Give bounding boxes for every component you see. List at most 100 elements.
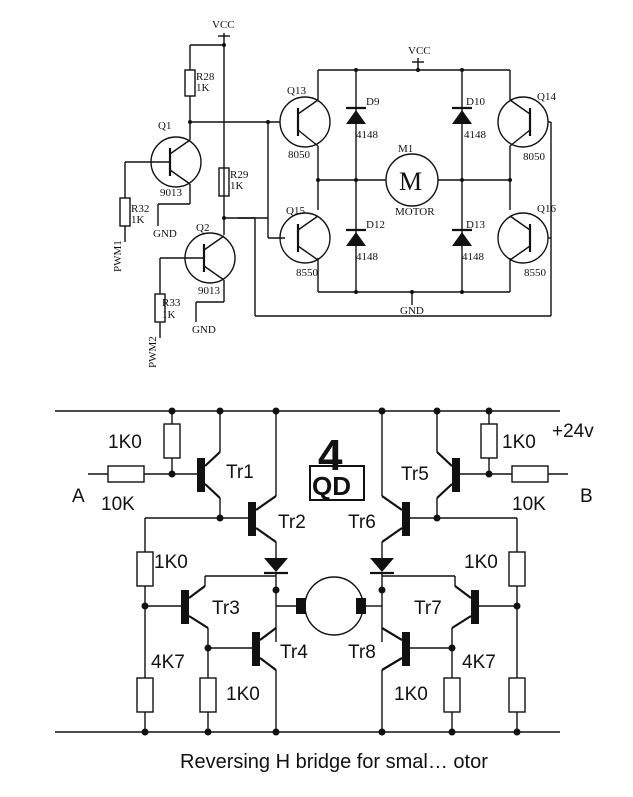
tr3-label: Tr3 [212,598,240,619]
q16-transistor [497,212,549,264]
supply-label: +24v [552,421,594,442]
tr7-collector [454,585,472,599]
junction-dot [433,407,441,415]
junction-dot [272,586,280,594]
d9-diode [346,110,366,124]
junction-dot [416,68,420,72]
pwm1-label: PWM1 [112,240,124,272]
motor [304,576,364,636]
junction-dot [485,407,493,415]
r32-label: R32 [131,203,149,215]
q15-transistor [279,212,331,264]
bottom-junctions [141,407,521,736]
junction-dot [448,728,456,736]
r-mid-left-label: 1K0 [154,552,188,573]
tr2-collector [255,495,277,511]
q16-label: Q16 [537,203,556,215]
junction-dot [316,178,320,182]
junction-dot [204,728,212,736]
r-bot-left-resistor [199,677,217,713]
tr5-collector [436,483,453,499]
motor-m1 [385,153,439,207]
vcc-left-label: VCC [212,19,235,31]
r-low-right-label: 4K7 [462,652,496,673]
q15-type: 8550 [296,267,319,279]
gnd-bridge-label: GND [400,305,424,317]
junction-dot [433,514,441,522]
r33-label: R33 [162,297,181,309]
diagram-caption: Reversing H bridge for smal… otor [180,751,488,773]
tr8-transistor [402,632,410,666]
logo-letters: QD [312,471,351,501]
left-flyback-diode [264,558,288,572]
junction-dot [513,728,521,736]
d10-type: 4148 [464,129,487,141]
d10-label: D10 [466,96,485,108]
q1-emitter [169,169,191,185]
junction-dot [378,586,386,594]
right-flyback-diode [370,558,394,572]
junction-dot [266,120,270,124]
r29-value: 1K [230,180,244,192]
r-in-left-resistor [107,465,145,483]
motor-symbol: M [399,167,422,196]
r29-label: R29 [230,169,249,181]
tr4-collector [259,627,277,641]
q2-emitter [203,265,225,281]
motor-right-terminal [356,598,366,614]
junction-dot [168,407,176,415]
r-top-right-label: 1K0 [502,432,536,453]
r-low-right-resistor [508,677,526,713]
q15-emitter [297,215,319,231]
tr2-emitter [255,527,277,543]
d12-type: 4148 [356,251,379,263]
motor-left-terminal [296,598,306,614]
tr4-label: Tr4 [280,642,308,663]
r-top-left-resistor [163,423,181,459]
junction-dot [222,216,226,220]
junction-dot [485,470,493,478]
q1-label: Q1 [158,120,171,132]
r-low-left-label: 4K7 [151,652,185,673]
gnd-q2-label: GND [192,324,216,336]
r-bot-left-label: 1K0 [226,684,260,705]
tr8-collector [381,627,403,641]
logo-digit: 4 [318,431,343,480]
junction-dot [508,178,512,182]
q14-emitter [509,129,531,147]
junction-dot [272,407,280,415]
pwm2-label: PWM2 [147,336,159,368]
q15-label: Q15 [286,205,305,217]
tr3-collector [188,585,206,599]
q1-collector [169,139,191,155]
r-bot-right-label: 1K0 [394,684,428,705]
junction-dot [378,407,386,415]
d9-type: 4148 [356,129,379,141]
tr8-emitter [381,657,403,671]
q2-label: Q2 [196,222,209,234]
junction-dot [378,728,386,736]
q13-collector [297,99,319,115]
tr2-transistor [248,502,256,536]
r-mid-right-label: 1K0 [464,552,498,573]
junction-dot [141,602,149,610]
tr5-transistor [452,458,460,492]
q14-label: Q14 [537,91,556,103]
r-low-left-resistor [136,677,154,713]
junction-dot [354,290,358,294]
r28-value: 1K [196,82,210,94]
tr1-label: Tr1 [226,462,254,483]
q13-emitter [297,129,319,147]
junction-dot [460,68,464,72]
q1-type: 9013 [160,187,183,199]
tr5-label: Tr5 [401,464,429,485]
r29-resistor [218,167,230,197]
r33-value: 1K [162,309,176,321]
top-junctions [188,43,512,294]
d13-type: 4148 [462,251,485,263]
q14-collector [509,99,531,115]
q16-emitter [509,215,531,231]
junction-dot [410,290,414,294]
q2-collector [203,235,225,251]
tr3-emitter [188,615,209,629]
